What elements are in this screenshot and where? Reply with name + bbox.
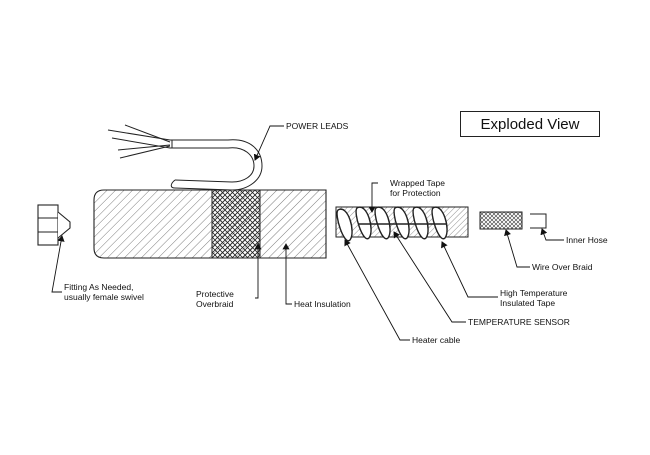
label-temperature-sensor: TEMPERATURE SENSOR	[468, 317, 570, 327]
label-inner-hose: Inner Hose	[566, 235, 608, 245]
protective-overbraid	[211, 189, 261, 259]
label-high-temp-1: High Temperature	[500, 288, 568, 298]
label-heat-insulation: Heat Insulation	[294, 299, 351, 309]
label-fitting-2: usually female swivel	[64, 292, 144, 302]
label-heater-cable: Heater cable	[412, 335, 460, 345]
label-protective-1: Protective	[196, 289, 234, 299]
label-power-leads: POWER LEADS	[286, 121, 349, 131]
label-fitting-1: Fitting As Needed,	[64, 282, 133, 292]
heater-cable-coil	[335, 206, 469, 242]
exploded-view-title: Exploded View	[460, 111, 600, 137]
inner-hose	[530, 213, 547, 229]
label-protective-2: Overbraid	[196, 299, 234, 309]
label-wrapped-tape-1: Wrapped Tape	[390, 178, 445, 188]
fitting	[37, 204, 71, 246]
label-high-temp-2: Insulated Tape	[500, 298, 555, 308]
power-leads	[107, 124, 263, 191]
label-wire-over-braid: Wire Over Braid	[532, 262, 593, 272]
label-wrapped-tape-2: for Protection	[390, 188, 441, 198]
heat-insulation-body	[93, 189, 327, 259]
leader-lines	[51, 125, 564, 341]
wire-over-braid	[479, 211, 523, 230]
